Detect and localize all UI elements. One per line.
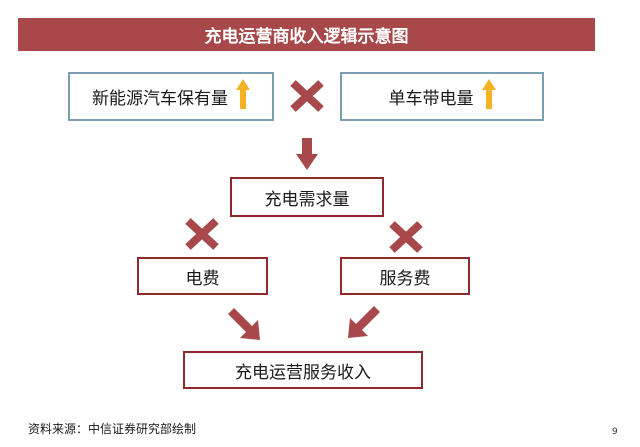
node-power-per-vehicle: 单车带电量 bbox=[340, 72, 544, 121]
page-number: 9 bbox=[612, 427, 618, 437]
source-note: 资料来源：中信证券研究部绘制 bbox=[28, 422, 197, 436]
arrow-icon bbox=[348, 306, 380, 338]
node-charging-demand: 充电需求量 bbox=[230, 177, 384, 217]
node-nev-ownership: 新能源汽车保有量 bbox=[68, 72, 274, 121]
node-service-fee: 服务费 bbox=[340, 257, 470, 295]
arrow-up-icon bbox=[236, 79, 250, 114]
diagram-title: 充电运营商收入逻辑示意图 bbox=[18, 18, 595, 51]
multiply-icon bbox=[290, 80, 324, 112]
arrow-icon bbox=[228, 308, 260, 340]
arrow-up-icon bbox=[481, 79, 496, 114]
node-nev-ownership-label: 新能源汽车保有量 bbox=[92, 89, 228, 109]
node-electricity-fee-label: 电费 bbox=[185, 268, 220, 289]
node-electricity-fee: 电费 bbox=[137, 257, 268, 295]
node-service-fee-label: 服务费 bbox=[379, 268, 431, 289]
node-charging-revenue-label: 充电运营服务收入 bbox=[235, 362, 371, 383]
multiply-icon bbox=[389, 221, 423, 253]
node-charging-revenue: 充电运营服务收入 bbox=[183, 351, 423, 389]
arrow-icon bbox=[296, 138, 318, 170]
node-charging-demand-label: 充电需求量 bbox=[264, 189, 350, 210]
node-power-per-vehicle-label: 单车带电量 bbox=[388, 89, 474, 109]
multiply-icon bbox=[185, 218, 219, 250]
